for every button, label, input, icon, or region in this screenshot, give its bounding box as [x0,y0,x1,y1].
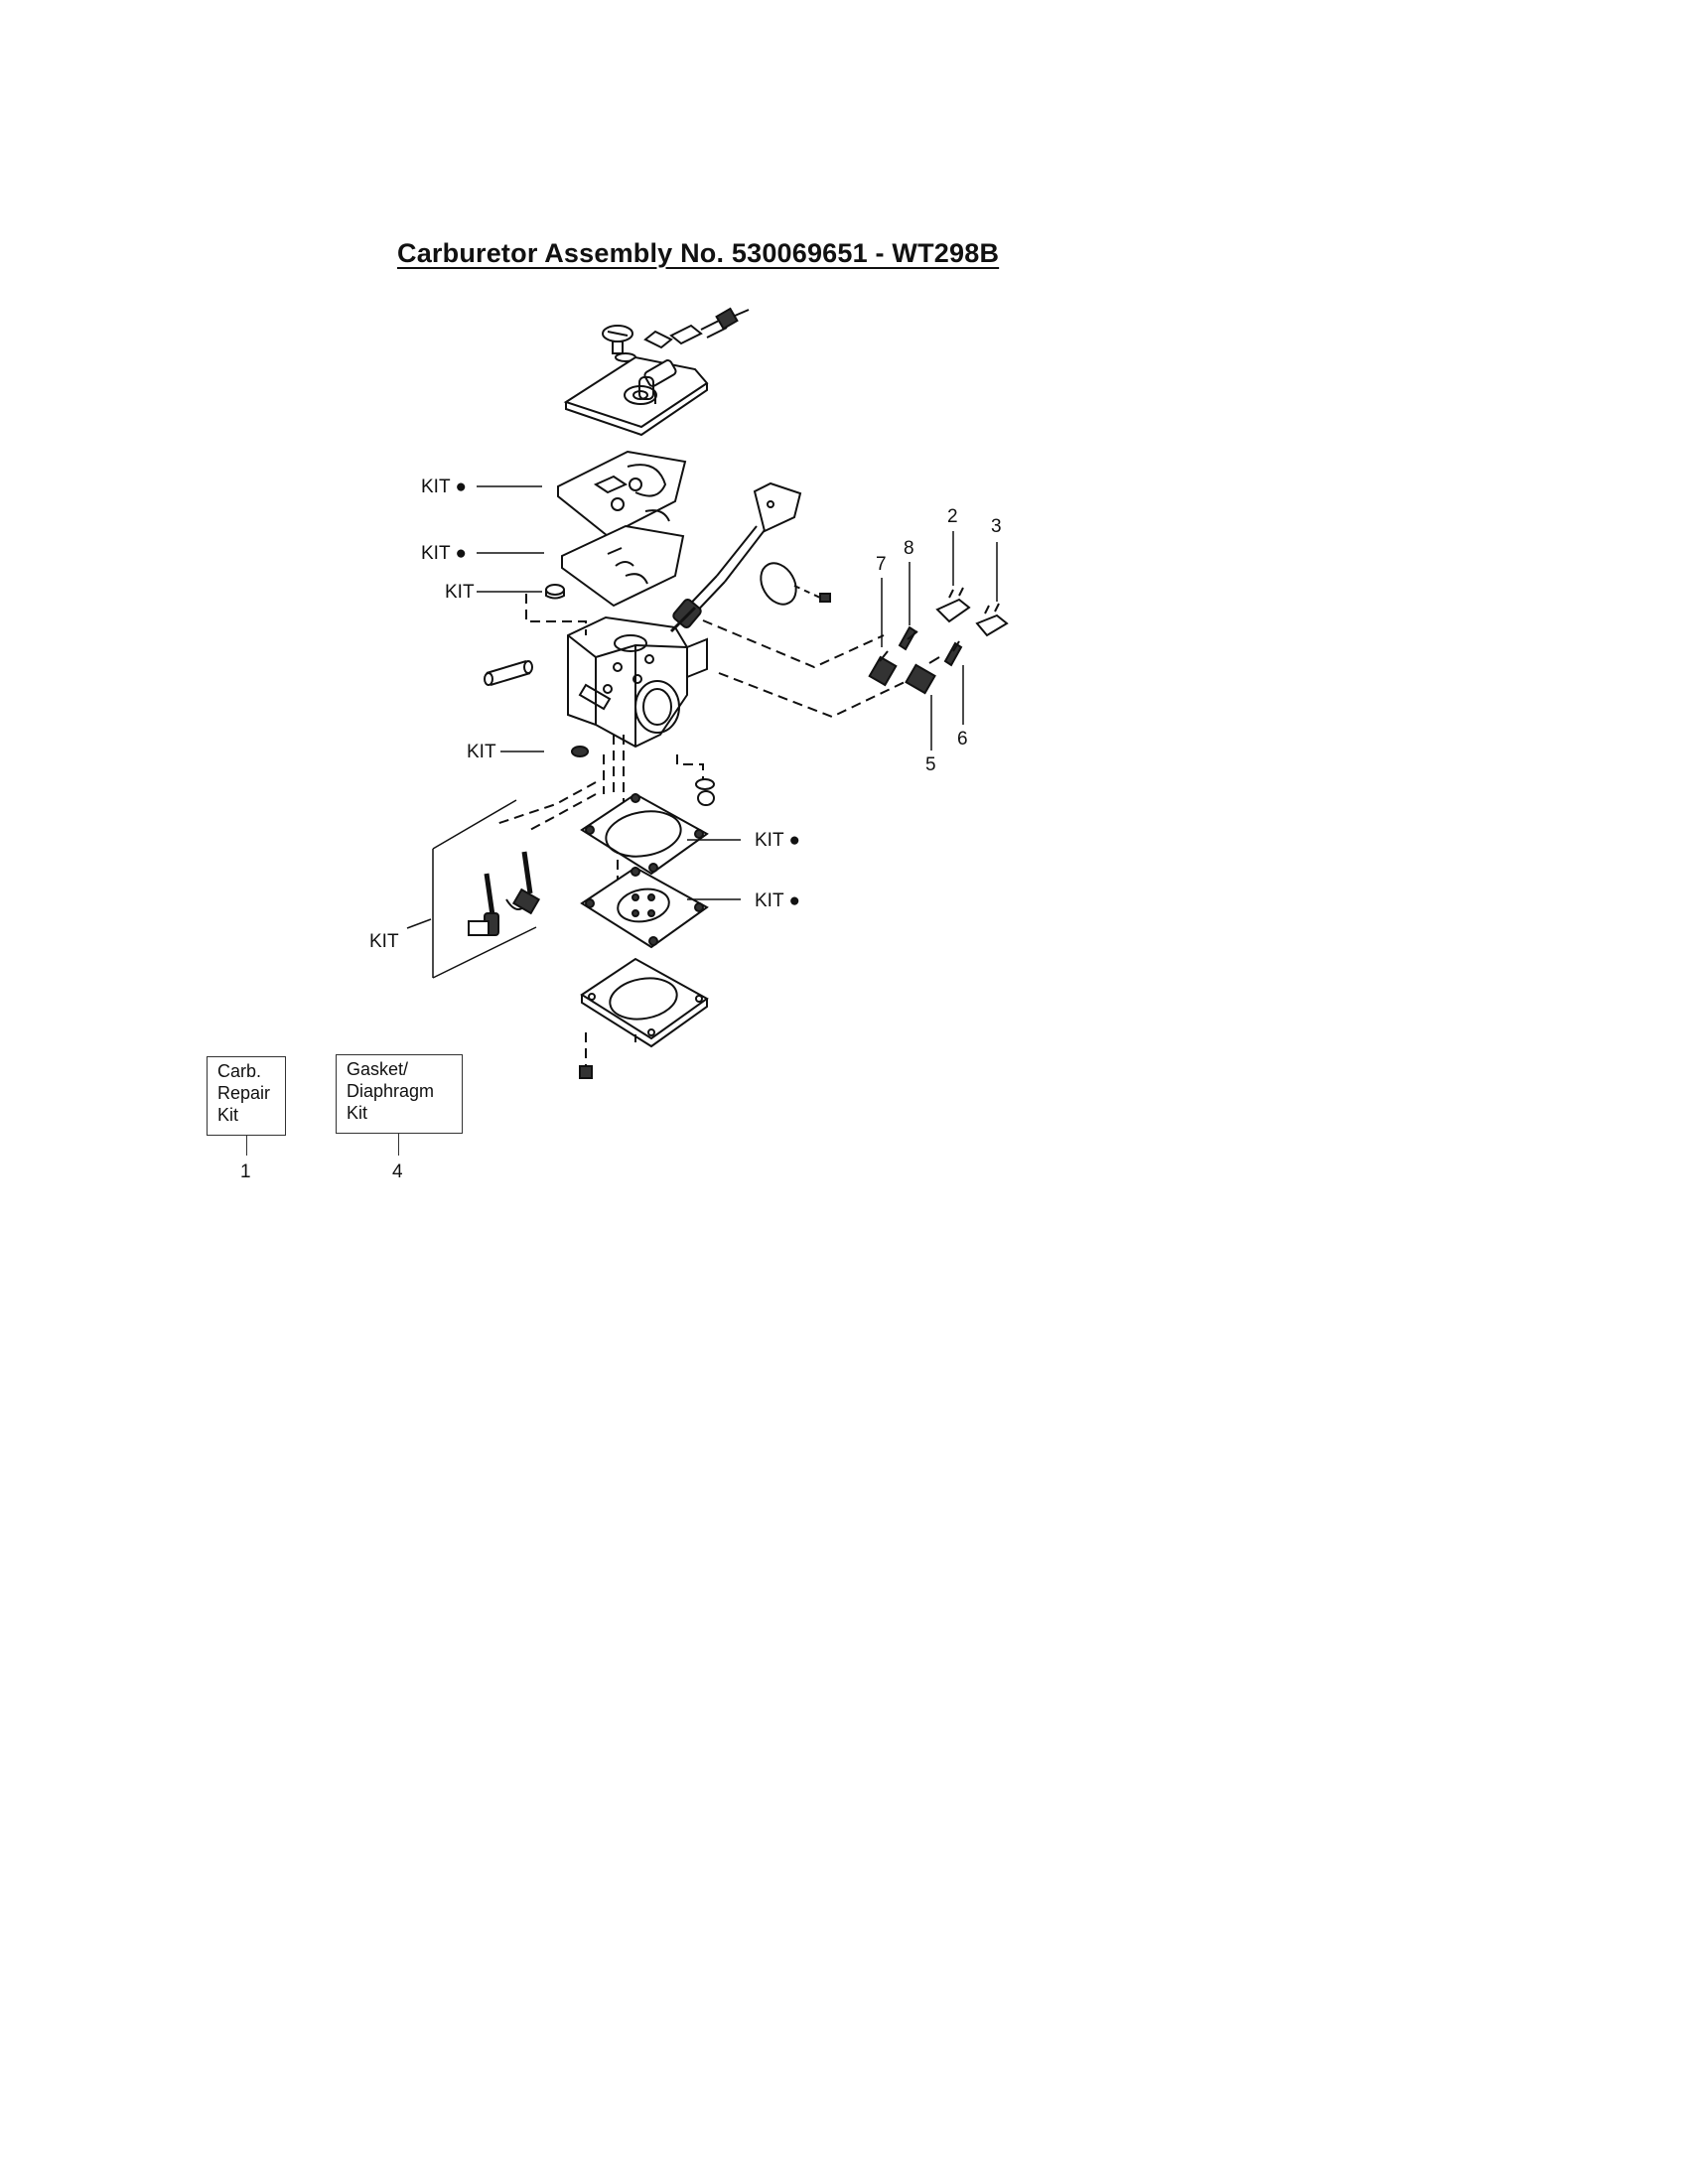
leader-lines [406,485,998,979]
kit-label-1: KIT ● [421,477,467,497]
carb-repair-kit-stem [246,1136,247,1156]
spring-6-part [943,640,963,667]
pump-gasket-part [580,792,709,876]
carburetor-body-part [567,615,708,749]
gasket-kit-line-1: Gasket/ [347,1059,409,1079]
gasket-2-part [561,524,685,608]
throttle-plate-part [760,562,831,606]
kit-label-3: KIT [445,582,475,603]
needle-valve-set-part [468,851,541,936]
gasket-kit-number: 4 [392,1161,403,1182]
throttle-shaft-part [669,481,802,633]
gasket-1-part [557,450,687,538]
gasket-kit-line-3: Kit [347,1103,368,1123]
carb-repair-kit-box: Carb. Repair Kit [207,1056,286,1136]
callout-7: 7 [876,554,887,575]
carb-repair-kit-line-2: Repair [217,1083,271,1103]
callout-3: 3 [991,516,1002,537]
callout-2: 2 [947,506,958,527]
needle-valve-part [643,307,750,349]
kit-label-7: KIT [369,931,399,952]
bottom-cover-part [580,957,709,1048]
spring-8-part [898,625,918,651]
pin-part [484,660,533,686]
gasket-kit-line-2: Diaphragm [347,1081,435,1101]
diagram-title: Carburetor Assembly No. 530069651 - WT29… [397,238,1000,268]
carb-repair-kit-line-1: Carb. [217,1061,262,1081]
adjusting-needle-7-part [868,650,898,687]
kit-label-5: KIT ● [755,830,800,851]
limiter-cap-3-part [975,603,1009,637]
lower-washer-part [695,778,715,806]
bottom-screw-part [579,1065,593,1079]
top-screw-part [602,325,636,362]
assembly-lines [495,594,924,1072]
carb-repair-kit-number: 1 [240,1161,251,1182]
small-washer-part [545,584,565,600]
limiter-cap-2-part [935,587,971,623]
callout-6: 6 [957,729,968,750]
callout-8: 8 [904,538,914,559]
kit-label-6: KIT ● [755,890,800,911]
gasket-kit-stem [398,1134,399,1156]
callout-5: 5 [925,754,936,775]
kit-label-2: KIT ● [421,543,467,564]
kit-label-4: KIT [467,742,496,762]
top-cover-part [563,355,709,437]
adjusting-needle-5-part [905,656,940,695]
gasket-diaphragm-kit-box: Gasket/ Diaphragm Kit [336,1054,463,1134]
diaphragm-part [580,866,709,949]
carb-repair-kit-line-3: Kit [217,1105,239,1125]
small-screw-part [571,746,589,757]
